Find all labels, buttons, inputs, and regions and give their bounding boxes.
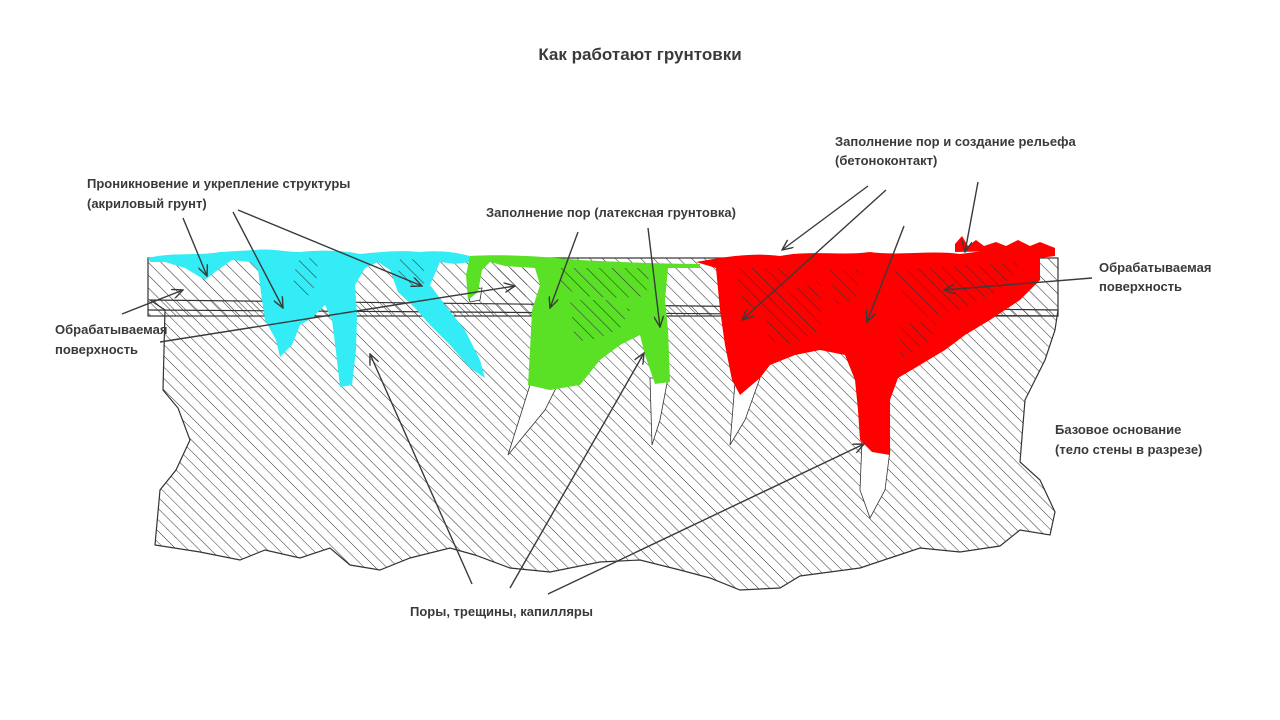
pores-white bbox=[467, 287, 891, 519]
latex-primer-fill bbox=[466, 255, 700, 390]
label-base-line1: Базовое основание bbox=[1055, 422, 1182, 437]
label-surface-left-line2: поверхность bbox=[55, 342, 139, 357]
label-pores: Поры, трещины, капилляры bbox=[410, 604, 593, 619]
base-wall-body bbox=[147, 299, 1059, 591]
label-acrylic-line2: (акриловый грунт) bbox=[87, 196, 207, 211]
label-latex: Заполнение пор (латексная грунтовка) bbox=[486, 205, 736, 220]
label-surface-left-line1: Обрабатываемая bbox=[55, 322, 168, 337]
concrete-contact-fill bbox=[696, 236, 1055, 455]
label-surface-right-line1: Обрабатываемая bbox=[1099, 260, 1212, 275]
label-acrylic-line1: Проникновение и укрепление структуры bbox=[87, 176, 351, 191]
label-concrete-line1: Заполнение пор и создание рельефа bbox=[835, 134, 1076, 149]
diagram-title: Как работают грунтовки bbox=[538, 45, 742, 64]
annotation-arrows bbox=[121, 181, 1093, 595]
label-concrete-line2: (бетоноконтакт) bbox=[835, 153, 938, 168]
label-surface-right-line2: поверхность bbox=[1099, 279, 1183, 294]
label-base-line2: (тело стены в разрезе) bbox=[1055, 442, 1203, 457]
